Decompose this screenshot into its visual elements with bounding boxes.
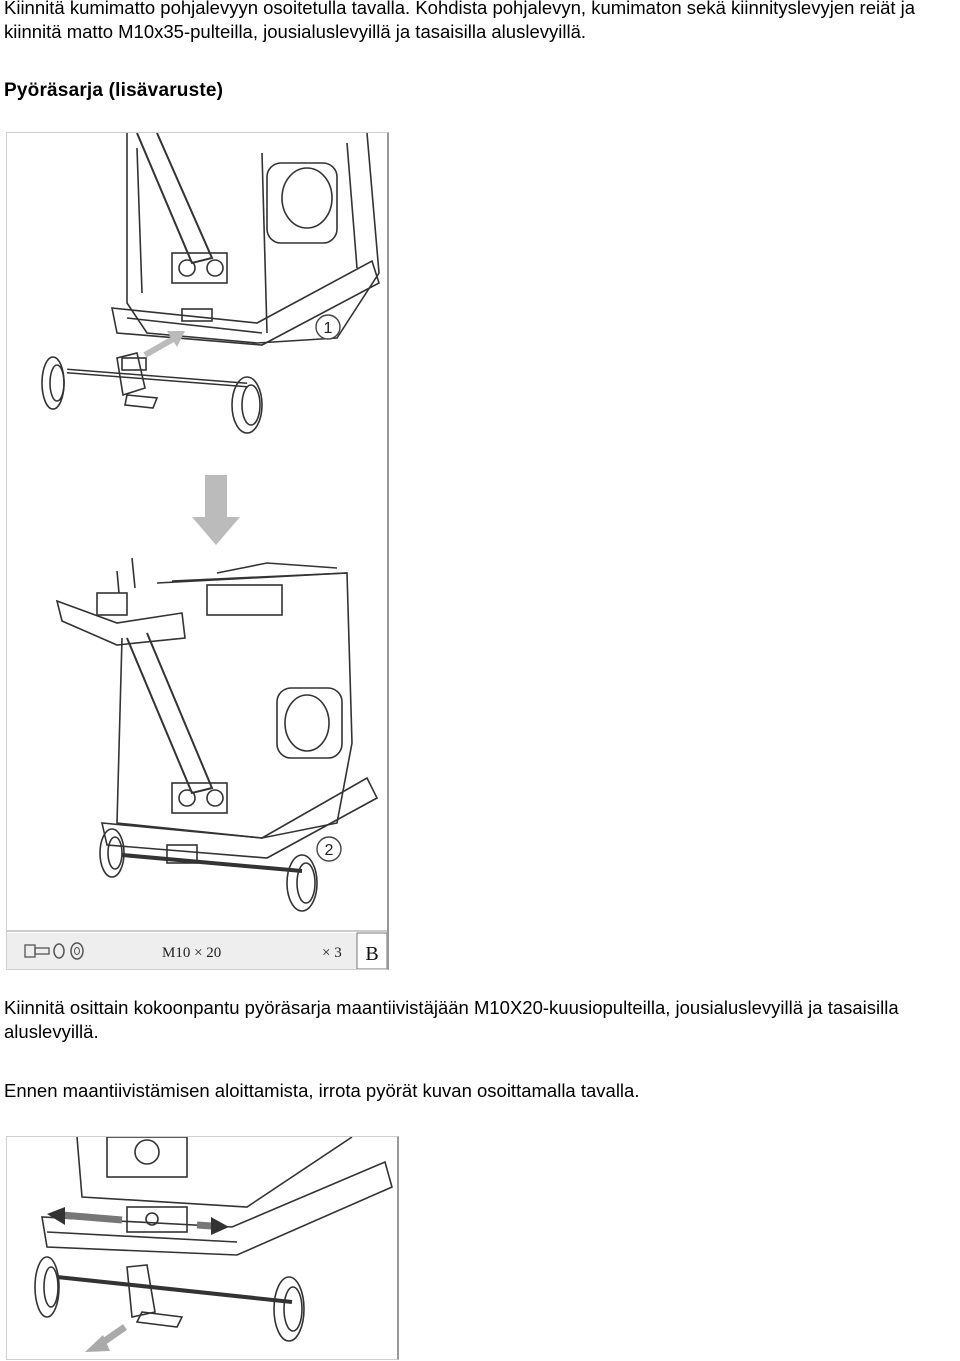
hardware-legend: M10 × 20 × 3 B bbox=[7, 930, 387, 969]
down-left-arrow-icon bbox=[85, 1324, 127, 1352]
assembly-illustration: 1 bbox=[7, 133, 387, 969]
legend-quantity: × 3 bbox=[322, 945, 342, 961]
wheel-removal-figure bbox=[6, 1136, 399, 1360]
spring-washer-icon bbox=[53, 943, 65, 959]
wheel-kit-assembly-figure: 1 bbox=[6, 132, 389, 970]
legend-code: B bbox=[365, 943, 378, 965]
step-1-badge: 1 bbox=[315, 314, 341, 340]
section-heading: Pyöräsarja (lisävaruste) bbox=[4, 80, 224, 101]
removal-illustration bbox=[34, 1137, 393, 1352]
step-1-label: 1 bbox=[324, 320, 333, 337]
step-2-label: 2 bbox=[325, 842, 334, 859]
removal-paragraph: Ennen maantiivistämisen aloittamista, ir… bbox=[4, 1080, 640, 1101]
bolt-icon bbox=[24, 944, 50, 958]
right-arrow-icon bbox=[196, 1217, 229, 1235]
instruction-paragraph: Kiinnitä osittain kokoonpantu pyöräsarja… bbox=[4, 997, 899, 1042]
step-arrow-icon bbox=[143, 331, 185, 358]
step-2-badge: 2 bbox=[316, 836, 342, 862]
left-arrow-icon bbox=[47, 1207, 123, 1225]
flat-washer-icon bbox=[70, 942, 84, 960]
intro-paragraph: Kiinnitä kumimatto pohjalevyyn osoitetul… bbox=[4, 0, 916, 42]
down-arrow-icon bbox=[192, 475, 240, 545]
legend-spec: M10 × 20 bbox=[162, 945, 221, 961]
